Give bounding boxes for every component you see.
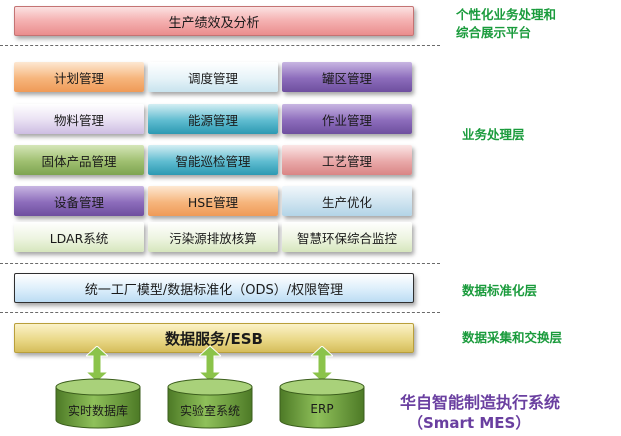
database-icon bbox=[55, 378, 141, 429]
module-pollution-accounting: 污染源排放核算 bbox=[148, 222, 278, 252]
ods-bar: 统一工厂模型/数据标准化（ODS）/权限管理 bbox=[14, 273, 414, 303]
module-smart-inspection: 智能巡检管理 bbox=[148, 145, 278, 175]
separator-1 bbox=[0, 45, 440, 46]
database-realtime: 实时数据库 bbox=[54, 378, 142, 430]
module-equipment: 设备管理 bbox=[14, 186, 144, 216]
database-erp: ERP bbox=[278, 378, 366, 430]
double-arrow-icon bbox=[199, 346, 221, 382]
brand-title: 华自智能制造执行系统 bbox=[400, 393, 561, 412]
module-operation: 作业管理 bbox=[282, 104, 412, 134]
double-arrow-icon bbox=[311, 346, 333, 382]
module-ldar: LDAR系统 bbox=[14, 222, 144, 252]
separator-3 bbox=[0, 312, 440, 313]
database-icon bbox=[167, 378, 253, 429]
module-solid-product: 固体产品管理 bbox=[14, 145, 144, 175]
layer-label-business: 业务处理层 bbox=[462, 127, 525, 142]
layer-label-standardization: 数据标准化层 bbox=[462, 283, 538, 298]
esb-bar: 数据服务/ESB bbox=[14, 323, 414, 353]
performance-analysis-box: 生产绩效及分析 bbox=[14, 6, 414, 36]
database-label: 实验室系统 bbox=[179, 404, 240, 418]
database-lab-system: 实验室系统 bbox=[166, 378, 254, 430]
database-label: ERP bbox=[310, 402, 334, 416]
module-tank-farm: 罐区管理 bbox=[282, 62, 412, 92]
module-production-optimization: 生产优化 bbox=[282, 186, 412, 216]
layer-label-exchange: 数据采集和交换层 bbox=[462, 330, 563, 345]
module-eco-monitoring: 智慧环保综合监控 bbox=[282, 222, 412, 252]
layer-label-personal-2: 综合展示平台 bbox=[456, 25, 532, 40]
module-hse: HSE管理 bbox=[148, 186, 278, 216]
layer-label-personal-1: 个性化业务处理和 bbox=[456, 7, 557, 22]
module-energy: 能源管理 bbox=[148, 104, 278, 134]
module-dispatch: 调度管理 bbox=[148, 62, 278, 92]
brand-subtitle: （Smart MES） bbox=[408, 414, 531, 432]
module-plan: 计划管理 bbox=[14, 62, 144, 92]
double-arrow-icon bbox=[86, 346, 108, 382]
database-icon bbox=[279, 378, 365, 429]
database-label: 实时数据库 bbox=[67, 404, 128, 418]
module-process: 工艺管理 bbox=[282, 145, 412, 175]
module-material: 物料管理 bbox=[14, 104, 144, 134]
separator-2 bbox=[0, 263, 440, 264]
